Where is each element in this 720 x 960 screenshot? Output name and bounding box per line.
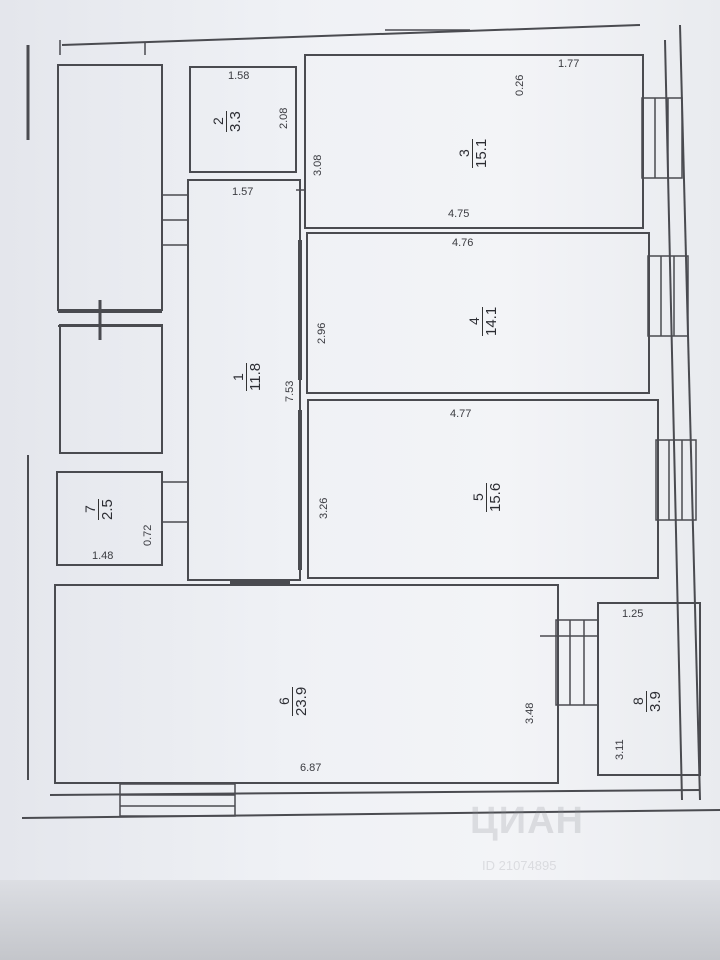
watermark-id: ID 21074895 xyxy=(482,858,557,873)
window-room-4 xyxy=(647,255,689,337)
room-3-offset: 0.26 xyxy=(514,74,526,96)
room-5-width: 4.77 xyxy=(450,408,472,420)
room-1-length: 7.53 xyxy=(284,380,296,402)
room-2-number: 2 xyxy=(210,117,226,125)
table-surface xyxy=(0,880,720,960)
room-2-outline xyxy=(189,66,297,173)
door-room-7 xyxy=(161,481,189,523)
room-6-outline xyxy=(54,584,559,784)
room-3-width: 4.75 xyxy=(448,208,470,220)
room-4-height: 2.96 xyxy=(316,322,328,344)
room-3-top-width: 1.77 xyxy=(558,58,580,70)
room-7-number: 7 xyxy=(82,505,98,513)
room-3-outline xyxy=(304,54,644,229)
balcony-door xyxy=(555,619,599,706)
window-room-5 xyxy=(655,439,697,521)
window-room-3 xyxy=(641,97,683,179)
room-6-area: 23.9 xyxy=(292,686,310,716)
room-1-area: 11.8 xyxy=(246,362,264,391)
room-5-height: 3.26 xyxy=(318,497,330,519)
room-5-number: 5 xyxy=(470,493,486,501)
watermark-brand: ЦИАН xyxy=(470,800,584,842)
left-block-upper xyxy=(57,64,163,311)
room-4-area: 14.1 xyxy=(482,306,500,336)
room-5-area: 15.6 xyxy=(486,482,504,512)
room-2-area: 3.3 xyxy=(226,111,244,132)
room-8-area: 3.9 xyxy=(646,691,664,712)
room-3-area: 15.1 xyxy=(472,138,490,168)
right-wall-line-outer xyxy=(679,24,701,801)
room-8-number: 8 xyxy=(630,697,646,705)
room-4-outline xyxy=(306,232,650,394)
room-1-number: 1 xyxy=(230,373,246,381)
room-5-outline xyxy=(307,399,659,579)
room-7-width: 1.48 xyxy=(92,550,114,562)
room-6-width: 6.87 xyxy=(300,762,322,774)
left-block-lower xyxy=(59,324,163,454)
room-1-width: 1.57 xyxy=(232,186,254,198)
room-6-height: 3.48 xyxy=(524,702,536,724)
room-3-number: 3 xyxy=(456,149,472,157)
room-7-area: 2.5 xyxy=(98,499,116,520)
room-4-number: 4 xyxy=(466,317,482,325)
watermark: ЦИАН ID 21074895 xyxy=(470,800,710,890)
room-4-width: 4.76 xyxy=(452,237,474,249)
top-edge-line xyxy=(61,24,641,46)
room-8-width: 1.25 xyxy=(622,608,644,620)
room-2-length: 2.08 xyxy=(278,107,290,129)
window-room-6 xyxy=(119,783,236,817)
room-7-length: 0.72 xyxy=(142,524,154,546)
room-2-width: 1.58 xyxy=(228,70,250,82)
room-6-number: 6 xyxy=(276,697,292,705)
room-8-length: 3.11 xyxy=(614,739,626,760)
room-3-height: 3.08 xyxy=(312,154,324,176)
bottom-inner-line xyxy=(49,789,701,796)
